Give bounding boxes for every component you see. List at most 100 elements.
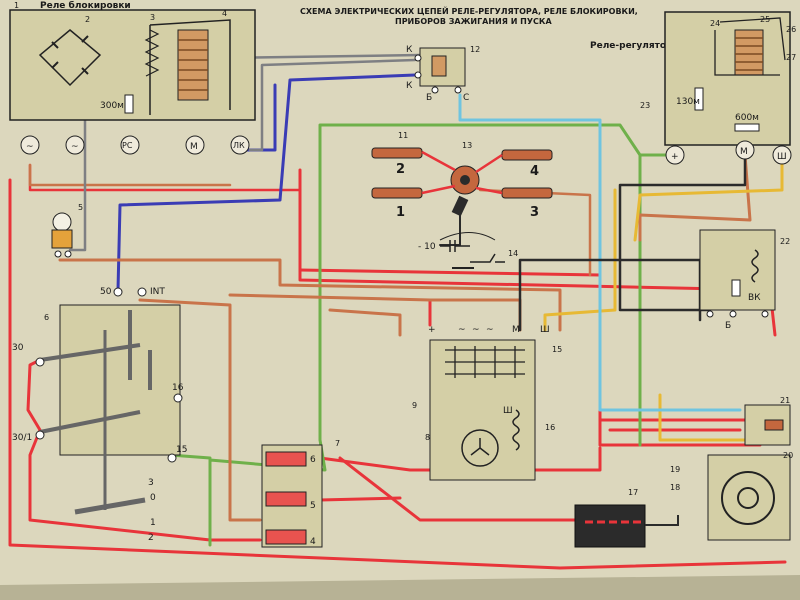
wire-orange-reg: [638, 153, 752, 242]
terminal-16[interactable]: [173, 393, 183, 403]
relay-22-terminal-2[interactable]: [729, 310, 737, 318]
terminal-pc[interactable]: [120, 135, 140, 155]
key-position-0: 0: [150, 493, 156, 503]
indicator-lamp-5: 5: [51, 203, 83, 258]
lock-relay-block: Реле блокировки 300м ~ ~ РС М ЛК 1 2 3 4: [9, 0, 256, 155]
callout-26: 26: [786, 25, 796, 34]
starter-armature: [721, 471, 775, 525]
terminal-m[interactable]: [185, 135, 205, 155]
wire-dark-reg: [618, 153, 747, 312]
resistor-130: [694, 87, 704, 111]
wire-green: [208, 123, 642, 547]
plug-label-3: 3: [530, 205, 539, 220]
wire-red-border: [8, 178, 787, 570]
small-relay-12-frame: [419, 47, 466, 87]
wire-orange-switch: [138, 298, 262, 522]
diagram-title-line1: СХЕМА ЭЛЕКТРИЧЕСКИХ ЦЕПЕЙ РЕЛЕ-РЕГУЛЯТОР…: [300, 5, 638, 16]
callout-7: 7: [335, 439, 340, 448]
terminal-b-top[interactable]: [431, 86, 439, 94]
relay-22-frame: [699, 229, 776, 311]
terminal-plus-reg[interactable]: [665, 145, 685, 165]
resistor-600-label: 600м: [735, 113, 759, 123]
key-position-3: 3: [148, 478, 154, 488]
field-winding-16: [512, 409, 520, 451]
lock-relay-coil-windings: [178, 39, 208, 91]
capacitor-10: [440, 240, 470, 252]
terminal-k-bottom[interactable]: [414, 71, 422, 79]
terminal-sh-reg[interactable]: [772, 145, 792, 165]
terminal-tilde-1-label: ~: [26, 142, 34, 152]
lamp-terminal-1[interactable]: [54, 250, 62, 258]
ht-leads: [421, 150, 503, 195]
wire-orange-main: [58, 258, 562, 332]
wire-red-ignition: [298, 168, 777, 337]
lock-relay-coil: [177, 29, 209, 101]
ignition-switch-frame: [59, 304, 181, 456]
wire-orange-top: [28, 163, 232, 187]
terminal-c-top[interactable]: [454, 86, 462, 94]
relay-22-coil: [751, 249, 759, 283]
page-shadow: [0, 575, 800, 600]
lock-relay-armature: [149, 19, 231, 115]
lamp-bulb-icon: [52, 212, 72, 232]
spark-plug-4: [501, 149, 553, 161]
callout-17: 17: [628, 488, 638, 497]
gen-terminal-t1: ~: [458, 325, 466, 335]
relay-22-resistor: [731, 279, 741, 297]
plug-label-2: 2: [396, 162, 405, 177]
gen-terminal-plus: +: [428, 325, 436, 335]
callout-16: 16: [545, 423, 555, 432]
callout-15: 15: [552, 345, 562, 354]
terminal-30-1-label: 30/1: [12, 433, 32, 443]
field-winding-label: Ш: [503, 406, 513, 416]
relay-22-terminal-vk: ВК: [748, 293, 761, 303]
relay-22-terminal-1[interactable]: [706, 310, 714, 318]
terminal-k-top[interactable]: [414, 54, 422, 62]
terminal-int[interactable]: [137, 287, 147, 297]
callout-27: 27: [786, 53, 796, 62]
battery-body: [574, 504, 646, 548]
spark-plug-2: [371, 147, 423, 159]
relay-21-coil: [764, 419, 784, 431]
terminal-tilde-2[interactable]: [65, 135, 85, 155]
capacitor-10-label: - 10: [418, 242, 436, 252]
terminal-30[interactable]: [35, 357, 45, 367]
terminal-50-label: 50: [100, 287, 112, 297]
terminal-sh-reg-label: Ш: [777, 152, 787, 162]
terminal-50[interactable]: [113, 287, 123, 297]
callout-18: 18: [670, 483, 680, 492]
resistor-300: [124, 94, 134, 114]
battery-ground: [645, 515, 679, 526]
terminal-int-label: INT: [150, 287, 165, 297]
spark-plug-3: [501, 187, 553, 199]
stator-star: [470, 438, 490, 456]
small-relay-12: К К Б С 12: [406, 45, 480, 103]
spark-plug-1: [371, 187, 423, 199]
terminal-pc-label: РС: [122, 141, 133, 150]
callout-12: 12: [470, 45, 480, 54]
rectifier-bridge: [38, 29, 102, 87]
terminal-m-reg[interactable]: [735, 140, 755, 160]
fuse-6: [265, 451, 307, 467]
relay-22-terminal-3[interactable]: [761, 310, 769, 318]
terminal-b-top-label: Б: [426, 93, 432, 103]
callout-5: 5: [78, 203, 83, 212]
terminal-tilde-1[interactable]: [20, 135, 40, 155]
generator-frame: [429, 339, 536, 481]
lamp-terminal-2[interactable]: [64, 250, 72, 258]
terminal-lk[interactable]: [230, 135, 250, 155]
resistor-300-label: 300м: [100, 101, 124, 111]
gen-terminal-sh: Ш: [540, 325, 550, 335]
terminal-30-1[interactable]: [35, 430, 45, 440]
rectifier-diodes: [51, 35, 89, 75]
wire-red-switch-loop: [26, 358, 262, 542]
terminal-m-reg-label: М: [740, 147, 748, 157]
terminal-15[interactable]: [167, 453, 177, 463]
fuse-4-label: 4: [310, 537, 316, 547]
starter-relay-22: 22 Б ВК: [699, 229, 790, 331]
terminal-tilde-2-label: ~: [71, 142, 79, 152]
callout-24: 24: [710, 19, 720, 28]
starter-armature-core: [737, 487, 759, 509]
terminal-16-label: 16: [172, 383, 184, 393]
terminal-k-top-label: К: [406, 45, 413, 55]
